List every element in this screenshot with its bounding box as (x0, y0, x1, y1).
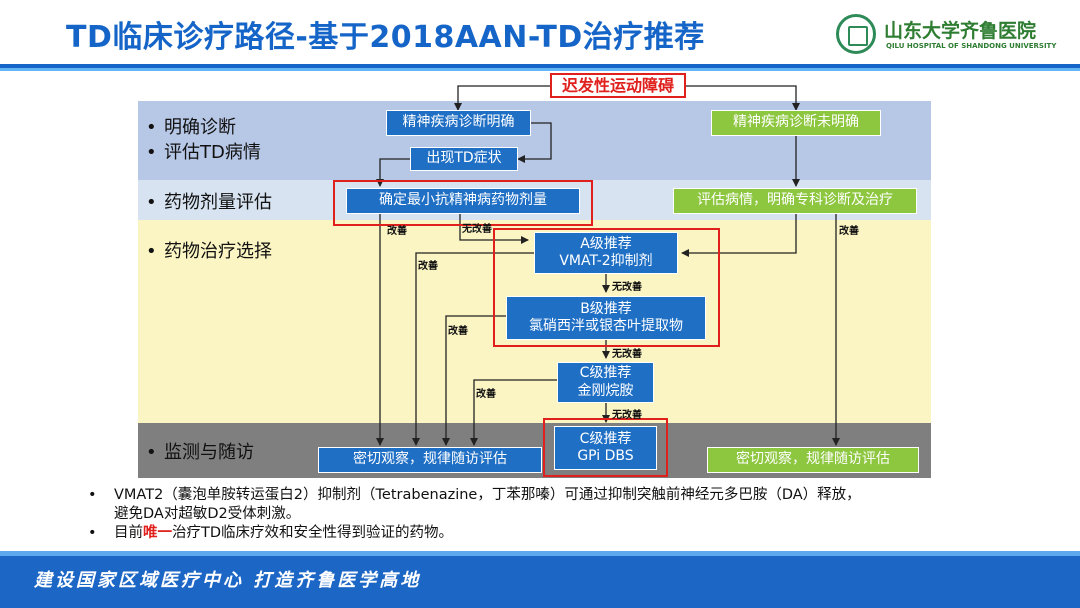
label-improve-c1: 改善 (476, 389, 496, 400)
grade-c2-drug: GPi DBS (577, 448, 634, 464)
label-improve-evaluate: 改善 (839, 226, 859, 237)
grade-a-drug: VMAT-2抑制剂 (559, 253, 653, 269)
arrow-c1-improve (470, 379, 557, 446)
node-grade-b: B级推荐 氯硝西泮或银杏叶提取物 (506, 296, 706, 340)
row-label-assess-td: •评估TD病情 (146, 142, 261, 163)
arrow-symptom-to-dose (376, 158, 410, 187)
arrow-top-to-unclear (686, 85, 800, 111)
footer-slogan: 建设国家区域医疗中心 打造齐鲁医学高地 (34, 570, 422, 591)
grade-b-title: B级推荐 (580, 300, 632, 317)
arrow-clear-to-symptom (517, 122, 552, 163)
hospital-seal-icon (836, 14, 876, 54)
arrow-top-to-clear (454, 85, 550, 111)
highlight-min-dose (333, 180, 593, 226)
row-label-follow-up: •监测与随访 (146, 442, 254, 463)
arrow-evaluate-to-a (681, 212, 797, 257)
footer-bar (0, 556, 1080, 608)
node-dx-unclear: 精神疾病诊断未明确 (711, 110, 881, 136)
label-no-improve-b: 无改善 (612, 349, 642, 360)
label-improve-dose: 改善 (387, 226, 407, 237)
footer-stripe (0, 551, 1080, 556)
node-follow-right: 密切观察，规律随访评估 (707, 447, 919, 473)
grade-a-title: A级推荐 (580, 235, 632, 252)
node-evaluate: 评估病情，明确专科诊断及治疗 (673, 188, 917, 214)
arrow-dose-no-improve (459, 212, 529, 244)
highlight-grade-c2 (543, 418, 668, 477)
logo-chinese-name: 山东大学齐鲁医院 (884, 20, 1037, 42)
node-tardive-dyskinesia: 迟发性运动障碍 (550, 73, 686, 98)
row-label-diagnosis: •明确诊断 (146, 117, 236, 138)
note-item: •VMAT2（囊泡单胺转运蛋白2）抑制剂（Tetrabenazine，丁苯那嗪）… (88, 487, 861, 503)
note-item-cont: 避免DA对超敏D2受体刺激。 (114, 506, 301, 522)
header-divider-light (0, 68, 1080, 71)
grade-c2-title: C级推荐 (579, 430, 632, 447)
label-no-improve-c1: 无改善 (612, 410, 642, 421)
label-improve-a: 改善 (418, 261, 438, 272)
label-no-improve-dose: 无改善 (462, 224, 492, 235)
node-dx-clear: 精神疾病诊断明确 (386, 110, 531, 136)
notes: •VMAT2（囊泡单胺转运蛋白2）抑制剂（Tetrabenazine，丁苯那嗪）… (88, 486, 1048, 543)
header-divider (0, 64, 1080, 68)
node-min-dose: 确定最小抗精神病药物剂量 (346, 188, 580, 214)
node-grade-c2: C级推荐 GPi DBS (554, 426, 657, 470)
grade-c1-title: C级推荐 (579, 365, 632, 381)
label-improve-b: 改善 (448, 326, 468, 337)
row-label-drug-selection: •药物治疗选择 (146, 241, 272, 262)
highlight-grade-ab (493, 228, 720, 347)
watermark-icon (984, 542, 1054, 572)
label-no-improve-a: 无改善 (612, 282, 642, 293)
note-item: •目前唯一治疗TD临床疗效和安全性得到验证的药物。 (88, 525, 454, 541)
page-title: TD临床诊疗路径-基于2018AAN-TD治疗推荐 (66, 20, 705, 55)
node-grade-c1: C级推荐 金刚烷胺 (557, 362, 654, 403)
grade-b-drug: 氯硝西泮或银杏叶提取物 (529, 318, 683, 334)
grade-c1-drug: 金刚烷胺 (577, 382, 634, 399)
node-grade-a: A级推荐 VMAT-2抑制剂 (534, 232, 678, 274)
logo-english-name: QILU HOSPITAL OF SHANDONG UNIVERSITY (886, 42, 1057, 50)
arrow-b-improve (442, 315, 506, 446)
hospital-logo: 山东大学齐鲁医院 QILU HOSPITAL OF SHANDONG UNIVE… (836, 10, 1056, 58)
row-label-dose: •药物剂量评估 (146, 192, 272, 213)
node-td-symptom: 出现TD症状 (410, 147, 518, 171)
node-follow-left: 密切观察，规律随访评估 (318, 447, 542, 473)
